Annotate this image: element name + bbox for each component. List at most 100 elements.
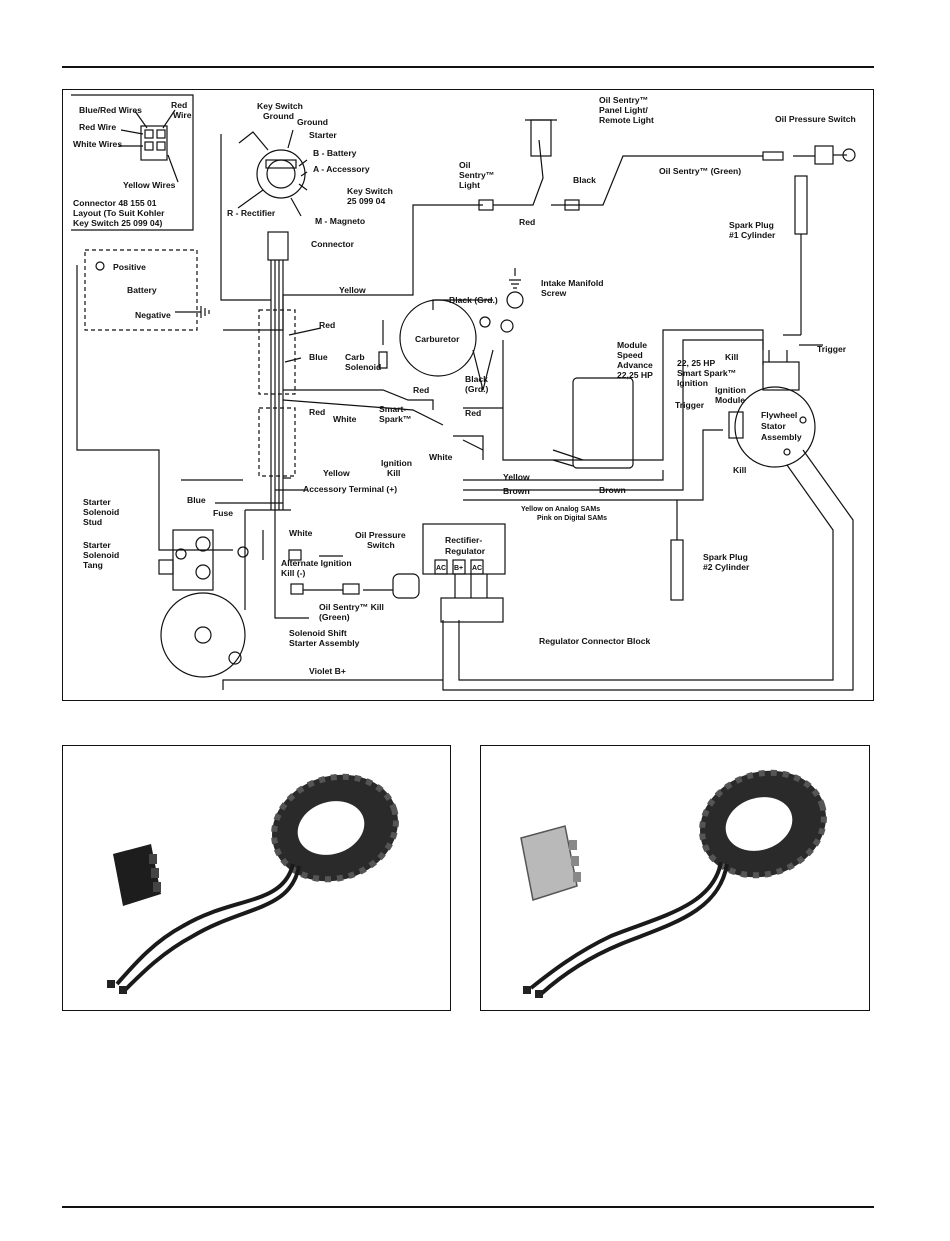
label-regulator-connector-block: Regulator Connector Block [539, 636, 650, 646]
label-oil-sentry-kill-2: (Green) [319, 612, 350, 622]
label-rectifier-2: Regulator [445, 546, 486, 556]
label-ignition-kill-1: Ignition [381, 458, 412, 468]
label-module-2: Speed [617, 350, 643, 360]
label-starter-stud-2: Solenoid [83, 507, 119, 517]
label-accessory-terminal: Accessory Terminal (+) [303, 484, 397, 494]
label-white-lower: White [289, 528, 313, 538]
label-kill-top: Kill [725, 352, 738, 362]
label-starter-tang-2: Solenoid [83, 550, 119, 560]
label-key-switch-ground-1: Key Switch [257, 101, 303, 111]
label-red-top: Red [171, 100, 187, 110]
wiring-diagram-frame: Blue/Red Wires Red Wire Red Wire White W… [62, 89, 874, 701]
label-smart-spark-2: Smart Spark™ [677, 368, 736, 378]
bottom-rule [62, 1206, 874, 1208]
regulator-light-icon [520, 825, 581, 901]
regulator-dark-icon [113, 844, 161, 906]
label-battery: Battery [127, 285, 157, 295]
label-r-rectifier: R - Rectifier [227, 208, 276, 218]
label-key-switch-ground-2: Ground [263, 111, 294, 121]
label-white-mid: White [429, 452, 453, 462]
key-switch-body [256, 149, 306, 199]
label-connector-layout-2: Layout (To Suit Kohler [73, 208, 165, 218]
label-blue-harness: Blue [309, 352, 328, 362]
label-ground: Ground [297, 117, 328, 127]
label-sams-2: Pink on Digital SAMs [537, 515, 607, 522]
label-flywheel-3: Assembly [761, 432, 802, 442]
label-yellow-module: Yellow [503, 472, 530, 482]
label-module-1: Module [617, 340, 647, 350]
label-red-oil-sentry: Red [519, 217, 535, 227]
label-starter-tang-1: Starter [83, 540, 111, 550]
label-ignition-module-2: Module [715, 395, 745, 405]
label-yellow-mid: Yellow [323, 468, 350, 478]
label-ac-1: AC [436, 565, 446, 572]
ignition-module [762, 361, 800, 391]
label-connector: Connector [311, 239, 355, 249]
label-module-3: Advance [617, 360, 653, 370]
label-oil-sentry-panel-3: Remote Light [599, 115, 654, 125]
label-smart-spark-label-1: Smart- [379, 404, 406, 414]
label-oil-sentry-light-2: Sentry™ [459, 170, 494, 180]
label-trigger-top: Trigger [817, 344, 847, 354]
label-wire-top: Wire [173, 110, 192, 120]
label-positive: Positive [113, 262, 146, 272]
label-ignition-module-1: Ignition [715, 385, 746, 395]
spark-plug-2-icon [670, 539, 684, 601]
battery-box [84, 249, 198, 331]
label-red-right: Red [465, 408, 481, 418]
label-ignition-kill-2: Kill [387, 468, 400, 478]
label-starter: Starter [309, 130, 337, 140]
label-starter-stud-3: Stud [83, 517, 102, 527]
label-oil-pressure-1: Oil Pressure [355, 530, 406, 540]
label-red-wire: Red Wire [79, 122, 116, 132]
label-carb-solenoid-1: Carb [345, 352, 365, 362]
label-flywheel-2: Stator [761, 421, 786, 431]
label-key-switch-2: 25 099 04 [347, 196, 385, 206]
stator-icon-right [699, 769, 827, 879]
label-white-wires: White Wires [73, 139, 122, 149]
photo-panel-left [62, 745, 451, 1011]
label-b-battery: B - Battery [313, 148, 357, 158]
label-violet-b-plus: Violet B+ [309, 666, 346, 676]
label-connector-layout-3: Key Switch 25 099 04) [73, 218, 162, 228]
connector-key-box [71, 94, 194, 231]
label-black-grd-top: Black (Grd.) [449, 295, 498, 305]
label-black-top: Black [573, 175, 596, 185]
carburetor-icon [399, 299, 477, 377]
label-m-magneto: M - Magneto [315, 216, 365, 226]
label-black-grd-1: Black [465, 374, 488, 384]
oil-pressure-switch-lower [392, 573, 420, 599]
label-ac-2: AC [472, 565, 482, 572]
top-rule [62, 66, 874, 68]
label-smart-spark-label-2: Spark™ [379, 414, 411, 424]
label-brown-1: Brown [503, 486, 530, 496]
label-oil-pressure-2: Switch [367, 540, 395, 550]
spark-plug-1-icon [794, 175, 808, 235]
label-negative: Negative [135, 310, 171, 320]
label-brown-2: Brown [599, 485, 626, 495]
label-b-plus: B+ [454, 565, 463, 572]
label-module-4: 22,25 HP [617, 370, 653, 380]
label-red-harness: Red [319, 320, 335, 330]
label-oil-sentry-panel-2: Panel Light/ [599, 105, 648, 115]
panel-light-icon [530, 119, 552, 157]
label-oil-sentry-kill-1: Oil Sentry™ Kill [319, 602, 384, 612]
label-oil-sentry-panel-1: Oil Sentry™ [599, 95, 648, 105]
positive-terminal [95, 261, 105, 271]
label-connector-layout-1: Connector 48 155 01 [73, 198, 157, 208]
label-black-grd-2: (Grd.) [465, 384, 489, 394]
label-intake-1: Intake Manifold [541, 278, 604, 288]
label-carb-solenoid-2: Solenoid [345, 362, 381, 372]
label-solenoid-shift-1: Solenoid Shift [289, 628, 347, 638]
flywheel-stator [734, 386, 816, 468]
label-oil-sentry-light-3: Light [459, 180, 480, 190]
label-flywheel-1: Flywheel [761, 410, 797, 420]
label-spark-plug-1-b: #1 Cylinder [729, 230, 776, 240]
label-trigger-left: Trigger [675, 400, 705, 410]
label-oil-sentry-light-1: Oil [459, 160, 470, 170]
label-a-accessory: A - Accessory [313, 164, 370, 174]
stator-icon [271, 773, 399, 883]
photo-stator-dark-regulator [107, 773, 399, 994]
label-oil-sentry-green: Oil Sentry™ (Green) [659, 166, 741, 176]
label-yellow-top: Yellow [339, 285, 366, 295]
